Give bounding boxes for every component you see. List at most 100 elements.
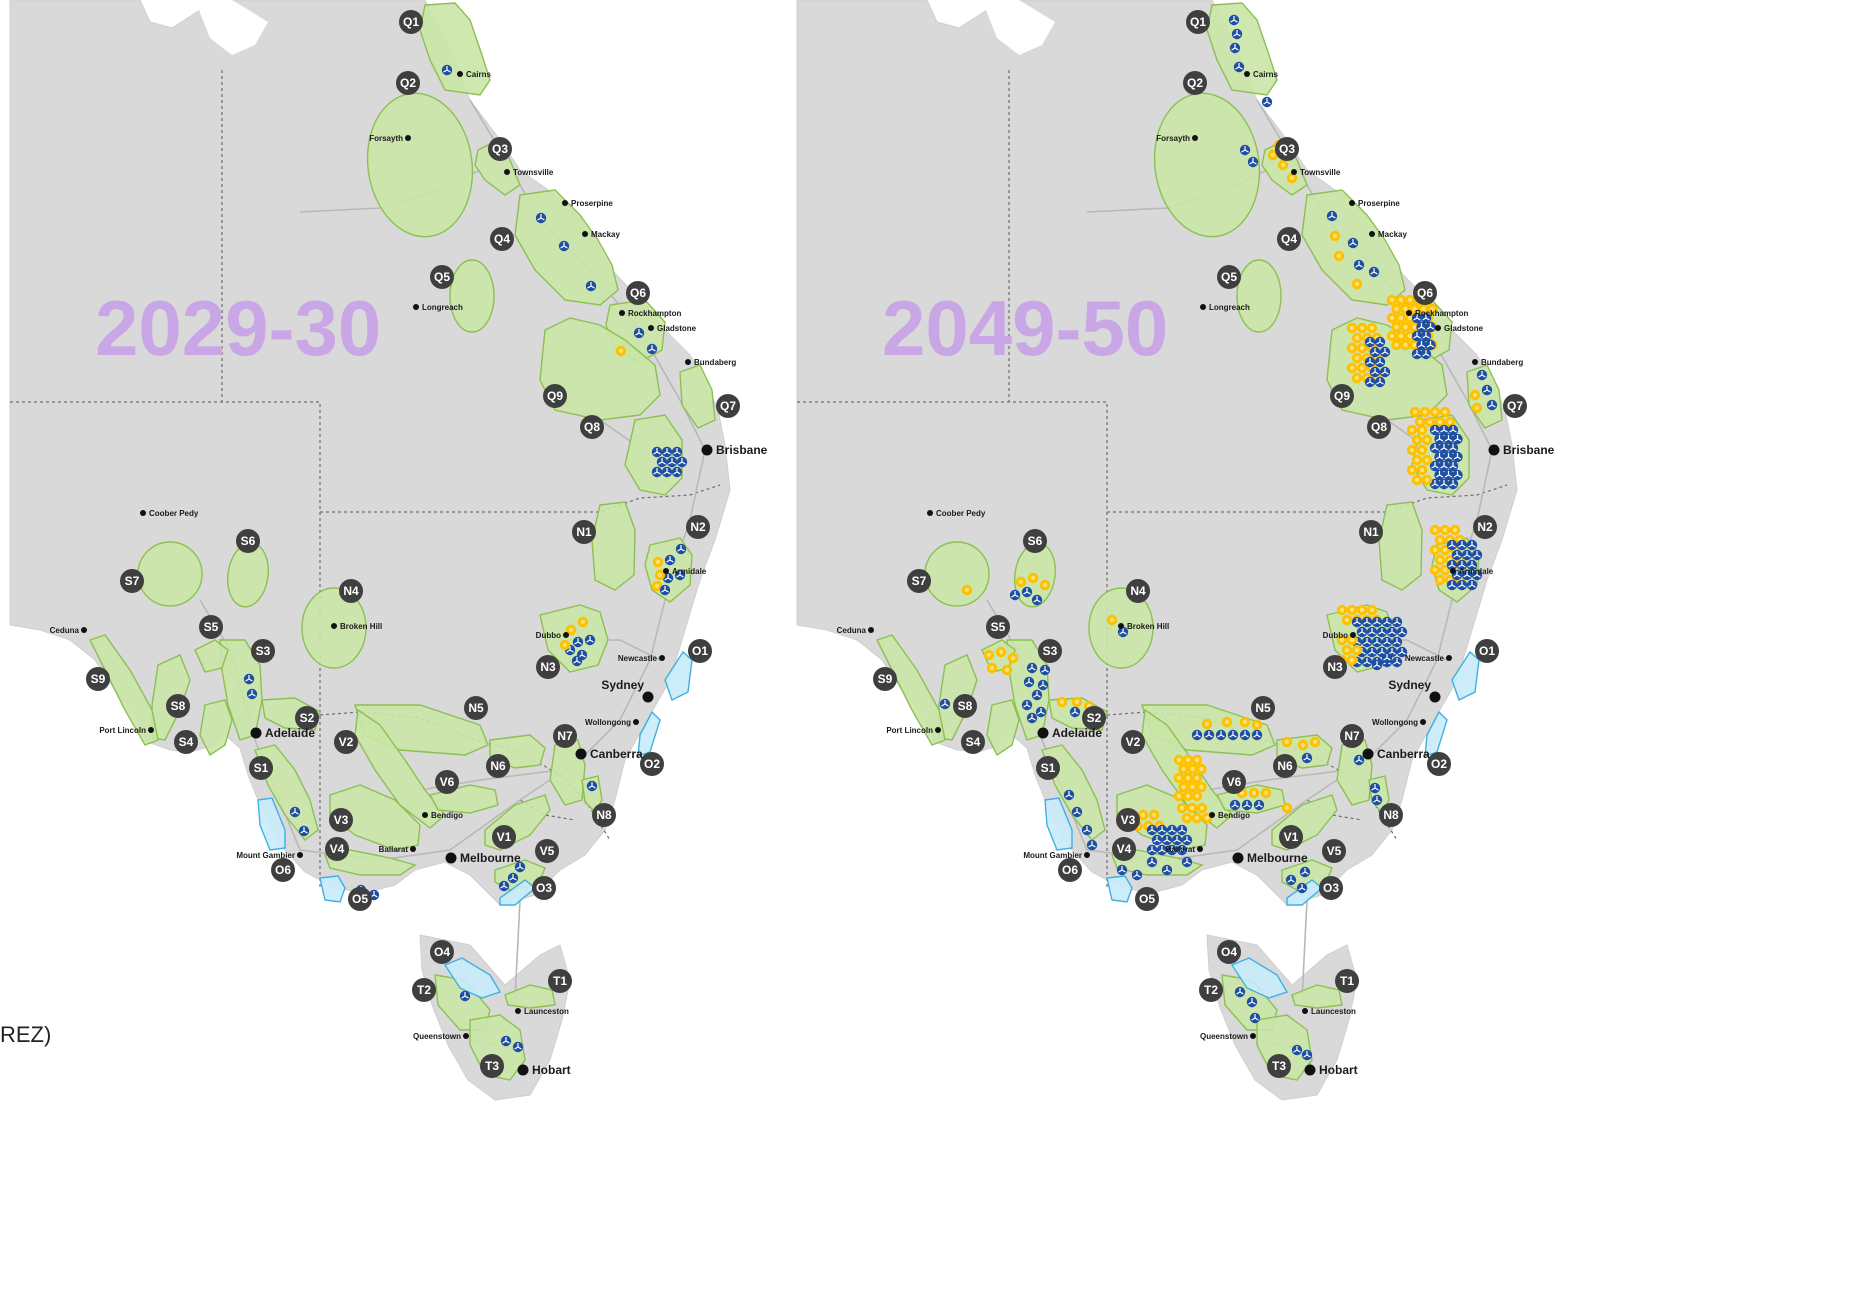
wind-turbine-icon-blades [1449, 480, 1457, 487]
wind-turbine-icon [514, 861, 526, 873]
wind-turbine-icon-blades [1370, 268, 1378, 275]
wind-turbine-icon [1229, 799, 1241, 811]
zone-q9-badge [1330, 384, 1354, 408]
solar-sun-icon [1071, 696, 1083, 708]
city-label: Launceston [1311, 1007, 1356, 1016]
solar-sun-icon [1391, 321, 1402, 333]
wind-turbine-icon-blades [300, 827, 308, 834]
solar-sun-icon [1366, 322, 1378, 334]
wind-turbine-icon [1249, 1012, 1261, 1024]
capital-city-dot [642, 691, 654, 703]
wind-turbine-icon-blades [1263, 98, 1271, 105]
solar-sun-icon [1333, 250, 1345, 262]
solar-sun-icon [1416, 464, 1428, 476]
solar-sun-icon-core [1414, 477, 1420, 483]
zone-s9-label: S9 [91, 672, 106, 686]
wind-turbine-icon-blades [1023, 588, 1031, 595]
solar-sun-icon [559, 639, 571, 651]
zone-v4-area [324, 849, 417, 876]
solar-sun-icon-core [1437, 577, 1443, 583]
solar-sun-icon-core [1344, 647, 1350, 653]
zone-t3-badge [480, 1054, 504, 1078]
solar-sun-icon-core [1389, 297, 1395, 303]
wind-turbine-icon-blades [1453, 551, 1461, 558]
solar-sun-icon-core [1176, 775, 1182, 781]
zone-o4-badge [1217, 940, 1241, 964]
solar-sun-icon [1187, 763, 1198, 775]
zone-n4-badge [1126, 579, 1150, 603]
zone-o2-label: O2 [644, 757, 660, 771]
zone-o1-label: O1 [692, 644, 708, 658]
solar-sun-icon-core [1412, 324, 1417, 330]
zone-t2-badge [1199, 978, 1223, 1002]
wind-turbine-icon [1361, 636, 1373, 648]
zone-o1-area [1451, 650, 1480, 701]
solar-sun-icon [1444, 416, 1456, 428]
solar-sun-icon-core [1339, 607, 1345, 613]
wind-turbine-icon [1481, 384, 1493, 396]
wind-turbine-icon-blades [1253, 731, 1261, 738]
solar-sun-icon-core [986, 652, 992, 658]
zone-q2-badge [396, 71, 420, 95]
city-label: Forsayth [1156, 134, 1190, 143]
solar-sun-icon-core [1412, 342, 1417, 348]
wind-turbine-icon-blades [635, 329, 643, 336]
city-dot [1084, 852, 1090, 858]
wind-turbine-icon-blades [1483, 386, 1491, 393]
city-label: Coober Pedy [149, 509, 199, 518]
wind-turbine-icon-blades [500, 882, 508, 889]
zone-t2-badge [412, 978, 436, 1002]
wind-turbine-icon-blades [1368, 648, 1376, 655]
wind-turbine-icon-blades [1178, 846, 1186, 853]
zone-q5-label: Q5 [1221, 270, 1237, 284]
wind-turbine-icon-blades [1449, 462, 1457, 469]
zone-n1-badge [572, 520, 596, 544]
wind-turbine-icon [1247, 156, 1259, 168]
city-dot [1350, 632, 1356, 638]
wind-turbine-icon-blades [1426, 341, 1435, 348]
solar-sun-icon [1434, 574, 1446, 586]
wind-turbine-icon [1438, 478, 1450, 490]
solar-sun-icon [1400, 321, 1411, 333]
solar-sun-icon [1434, 416, 1446, 428]
solar-sun-icon [1286, 172, 1298, 184]
solar-sun-icon-core [1414, 437, 1420, 443]
wind-turbine-icon-blades [560, 242, 568, 249]
wind-turbine-icon [1461, 549, 1473, 561]
wind-turbine-icon-blades [1148, 826, 1156, 833]
wind-turbine-icon [1203, 729, 1215, 741]
solar-sun-icon-core [1417, 419, 1423, 425]
wind-turbine-icon [1026, 662, 1038, 674]
solar-sun-icon [961, 584, 973, 596]
solar-sun-icon-core [1176, 757, 1182, 763]
wind-turbine-icon [675, 543, 687, 555]
solar-sun-icon [1182, 790, 1194, 802]
solar-sun-icon-core [1354, 335, 1360, 341]
solar-sun-icon-core [1369, 325, 1375, 331]
zone-n3-area [539, 604, 609, 673]
solar-sun-icon-core [1349, 637, 1355, 643]
wind-turbine-icon-blades [1366, 358, 1374, 365]
city-label: Mount Gambier [1023, 851, 1082, 860]
wind-turbine-icon [1231, 28, 1243, 40]
solar-sun-icon [1281, 802, 1293, 814]
wind-turbine-icon-blades [1241, 146, 1249, 153]
zone-s3-label: S3 [1043, 644, 1058, 658]
solar-sun-icon [1201, 718, 1213, 730]
zone-v1-label: V1 [497, 830, 512, 844]
solar-sun-icon [1416, 424, 1428, 436]
wind-turbine-icon [1369, 366, 1381, 378]
wind-turbine-icon [1461, 569, 1473, 581]
wind-turbine-icon-blades [1444, 471, 1453, 478]
wind-turbine-icon-blades [1023, 701, 1031, 708]
wind-turbine-icon-blades [1183, 858, 1191, 865]
zone-s4-label: S4 [966, 735, 981, 749]
zone-s1-label: S1 [254, 761, 269, 775]
wind-turbine-icon [1429, 424, 1441, 436]
wind-turbine-icon [1116, 864, 1128, 876]
solar-sun-icon-core [1432, 527, 1438, 533]
wind-turbine-icon-blades [1119, 628, 1127, 635]
city-dot [685, 359, 691, 365]
solar-sun-icon-core [1432, 567, 1438, 573]
zone-s8-label: S8 [171, 699, 186, 713]
